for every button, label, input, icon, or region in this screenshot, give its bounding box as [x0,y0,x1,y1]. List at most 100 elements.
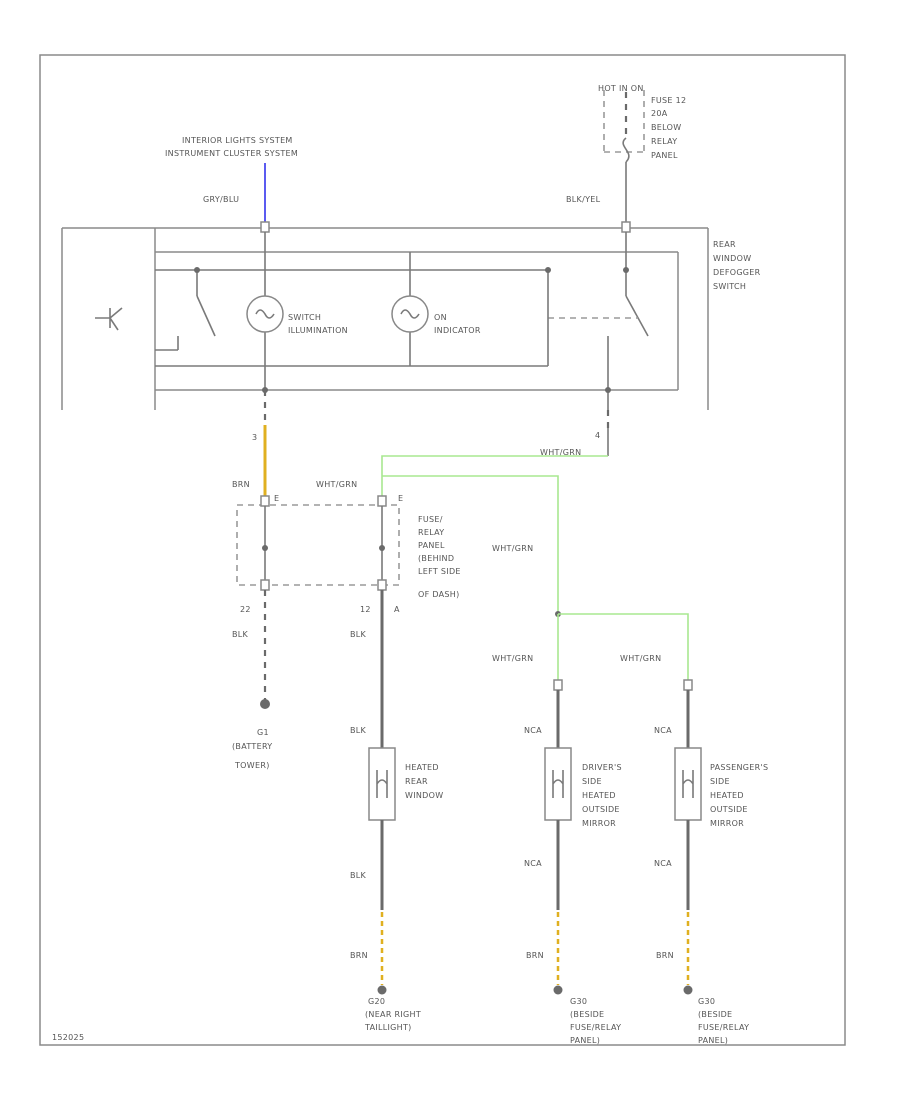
g-right-label-4: PANEL) [698,1036,728,1045]
left-switch-arm [196,295,216,337]
blk-yel-label: BLK/YEL [566,195,601,204]
g-rear-label-3: TAILLIGHT) [364,1023,412,1032]
pin-e2-label: E [398,494,403,503]
wht-grn-top-label: WHT/GRN [540,448,581,457]
connector-e-right [377,495,387,507]
drivers-mirror-heater [544,747,572,821]
switch-label-1: REAR [713,240,736,249]
pin-a-label: A [394,605,400,614]
fuse-relay-panel-label-4: (BEHIND [418,554,454,563]
g-right-label-3: FUSE/RELAY [698,1023,749,1032]
heated-rear-label-3: WINDOW [405,791,443,800]
brn-low-label-2: BRN [526,951,544,960]
connector-e-left [260,495,270,507]
wht-grn-branch [382,475,559,614]
fuse-12-symbol [622,137,630,163]
g-right-ground [683,985,693,995]
panel-node-r1 [379,545,385,551]
left-switch-node [194,267,200,273]
heated-rear-window [368,747,396,821]
panel-node-l1 [262,545,268,551]
pass-label-1: PASSENGER'S [710,763,768,772]
bulb-filament-2 [400,309,420,319]
drivers-label-1: DRIVER'S [582,763,622,772]
fuse-relay-panel-label-5: LEFT SIDE [418,567,461,576]
heated-rear-label-2: REAR [405,777,428,786]
blk-mid-label: BLK [350,630,367,639]
interior-lights-label: INTERIOR LIGHTS SYSTEM [182,136,293,145]
fuse-relay-panel [236,504,400,586]
on-indicator-label-1: ON [434,313,447,322]
terminal-top-right [621,221,631,233]
drivers-label-5: MIRROR [582,819,616,828]
g1-label: G1 [257,728,269,737]
pass-label-2: SIDE [710,777,730,786]
on-indicator-label-2: INDICATOR [434,326,481,335]
switch-label-2: WINDOW [713,254,751,263]
connector-mirror-b [683,679,693,691]
fuse-relay-panel-label-6: OF DASH) [418,590,460,599]
g-right-label-2: (BESIDE [698,1010,732,1019]
pass-label-4: OUTSIDE [710,805,748,814]
right-switch-node [623,267,629,273]
heated-rear-label-1: HEATED [405,763,439,772]
connector-12 [377,579,387,591]
terminal-top-left [260,221,270,233]
fuse-relay-panel-label-2: RELAY [418,528,445,537]
hot-in-on-label: HOT IN ON [598,84,644,93]
diagram-frame [39,54,846,1046]
g-mid-label-3: FUSE/RELAY [570,1023,621,1032]
blk-low-label: BLK [350,871,367,880]
brn-label: BRN [232,480,250,489]
switch-label-3: DEFOGGER [713,268,761,277]
switch-symbol-icon [95,307,123,331]
fuse-relay-panel-label-1: FUSE/ [418,515,443,524]
pin-3-label: 3 [252,433,257,442]
g-mid-ground [553,985,563,995]
battery-label-2: TOWER) [234,761,270,770]
drivers-label-3: HEATED [582,791,616,800]
g-right-label-1: G30 [698,997,715,1006]
heater-element-rear [376,770,388,798]
connector-mirror-a [553,679,563,691]
instrument-cluster-label: INSTRUMENT CLUSTER SYSTEM [165,149,298,158]
bulb-filament-1 [255,309,275,319]
switch-label-4: SWITCH [713,282,746,291]
right-link-node [545,267,551,273]
wht-grn-mid-label: WHT/GRN [316,480,357,489]
fuse-12-label: FUSE 12 [651,96,686,105]
g-mid-label-4: PANEL) [570,1036,600,1045]
blk-left-label: BLK [232,630,249,639]
nca-b-label: NCA [654,726,672,735]
fuse-below-label: BELOW [651,123,681,132]
wht-grn-right-label: WHT/GRN [492,544,533,553]
brn-low-label-1: BRN [350,951,368,960]
pin-e-label: E [274,494,279,503]
heater-element-passenger [682,770,694,798]
passengers-mirror-heater [674,747,702,821]
g-mid-label-2: (BESIDE [570,1010,604,1019]
wht-grn-a-label: WHT/GRN [492,654,533,663]
drivers-label-4: OUTSIDE [582,805,620,814]
nca-low-b-label: NCA [654,859,672,868]
nca-low-a-label: NCA [524,859,542,868]
fuse-20a-label: 20A [651,109,668,118]
g-rear-label-2: (NEAR RIGHT [365,1010,421,1019]
pass-label-3: HEATED [710,791,744,800]
pin-4-label: 4 [595,431,600,440]
g-rear-label-1: G20 [368,997,385,1006]
pin-12-label: 12 [360,605,371,614]
fuse-panel-label: PANEL [651,151,678,160]
wht-grn-feed [381,455,608,496]
wht-grn-split [558,613,689,680]
right-switch-arm [625,295,649,337]
g-mid-label-1: G30 [570,997,587,1006]
wht-grn-b-label: WHT/GRN [620,654,661,663]
fuse-relay-label: RELAY [651,137,678,146]
pin-22-label: 22 [240,605,251,614]
connector-22 [260,579,270,591]
blk-mid2-label: BLK [350,726,367,735]
pass-label-5: MIRROR [710,819,744,828]
gry-blu-label: GRY/BLU [203,195,239,204]
figure-id: 152025 [52,1033,84,1042]
